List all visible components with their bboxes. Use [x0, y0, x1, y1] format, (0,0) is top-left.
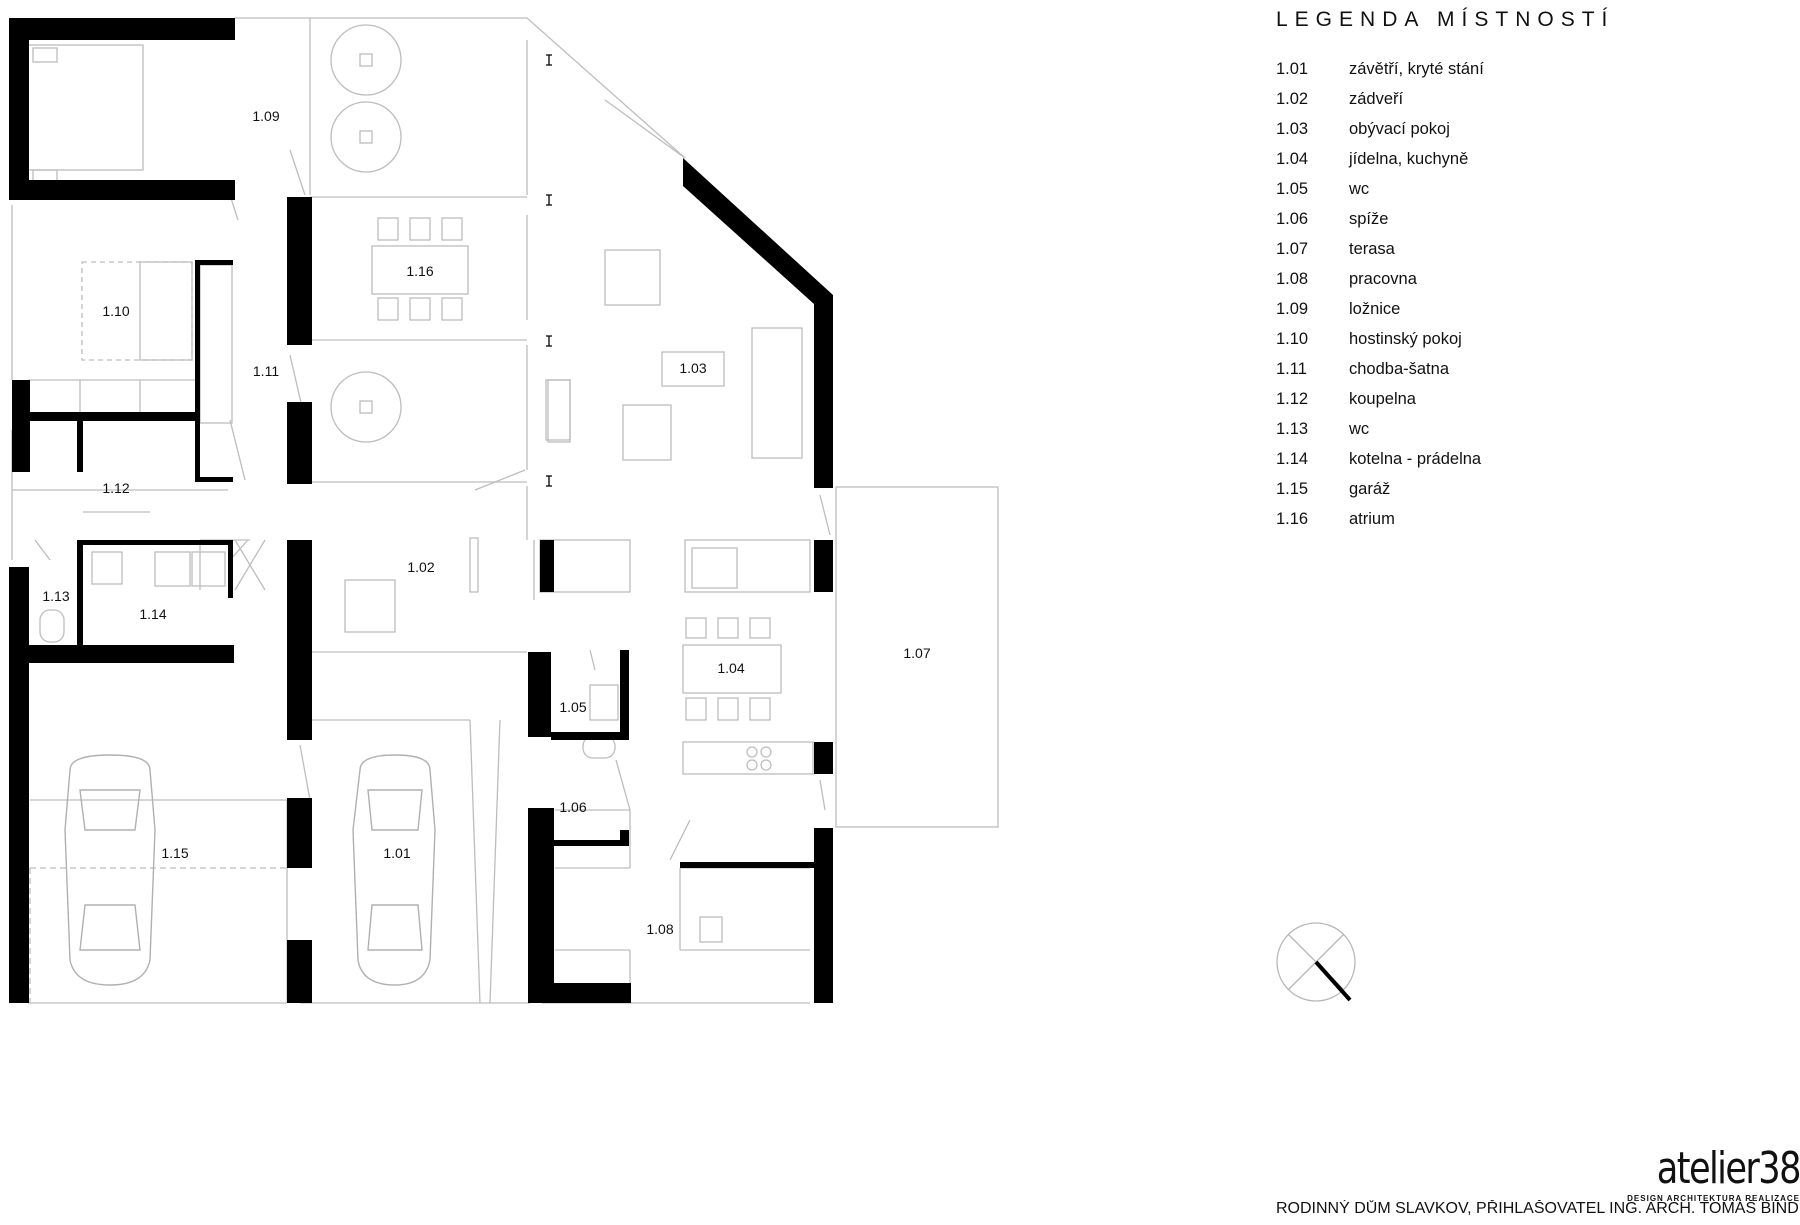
room-label-1-11: 1.11 — [253, 363, 279, 379]
legend-name: terasa — [1349, 240, 1395, 258]
legend-name: jídelna, kuchyně — [1349, 150, 1469, 168]
legend-name: wc — [1349, 180, 1370, 198]
legend-code: 1.13 — [1276, 420, 1309, 438]
walls — [9, 18, 833, 1003]
room-label-1-06: 1.06 — [559, 799, 586, 815]
legend-code: 1.03 — [1276, 120, 1309, 138]
room-label-1-04: 1.04 — [717, 660, 744, 676]
legend-name: atrium — [1349, 510, 1395, 528]
window-marks — [546, 54, 552, 487]
legend-name: obývací pokoj — [1349, 120, 1450, 138]
legend-name: ložnice — [1349, 300, 1401, 318]
legend-name: pracovna — [1349, 270, 1417, 288]
legend-code: 1.02 — [1276, 90, 1309, 108]
legend-code: 1.06 — [1276, 210, 1309, 228]
plan-outlines — [11, 17, 999, 1004]
room-label-1-05: 1.05 — [559, 699, 586, 715]
north-arrow-icon — [1276, 922, 1356, 1002]
project-caption: RODINNÝ DŮM SLAVKOV, PŘIHLAŠOVATEL ING. … — [1276, 1200, 1800, 1217]
legend-name: kotelna - prádelna — [1349, 450, 1482, 468]
room-label-1-10: 1.10 — [102, 303, 129, 319]
room-label-1-01: 1.01 — [383, 845, 410, 861]
legend-code: 1.14 — [1276, 450, 1309, 468]
legend-name: garáž — [1349, 480, 1391, 498]
room-label-1-15: 1.15 — [161, 845, 188, 861]
legend-code: 1.12 — [1276, 390, 1309, 408]
legend-code: 1.15 — [1276, 480, 1309, 498]
room-label-1-03: 1.03 — [679, 360, 706, 376]
room-label-1-09: 1.09 — [252, 108, 279, 124]
room-label-1-02: 1.02 — [407, 559, 434, 575]
room-label-1-12: 1.12 — [102, 480, 129, 496]
room-label-1-14: 1.14 — [139, 606, 166, 622]
legend-code: 1.09 — [1276, 300, 1309, 318]
legend-code: 1.04 — [1276, 150, 1309, 168]
legend-code: 1.16 — [1276, 510, 1309, 528]
legend-name: spíže — [1349, 210, 1389, 228]
legend-name: koupelna — [1349, 390, 1416, 408]
legend-name: zádveří — [1349, 90, 1404, 108]
car-icon — [64, 754, 436, 986]
room-label-1-07: 1.07 — [903, 645, 930, 661]
legend-name: závětří, kryté stání — [1349, 60, 1484, 78]
legend-code: 1.01 — [1276, 60, 1309, 78]
room-labels: 1.09 1.16 1.10 1.11 1.03 1.12 1.02 1.13 … — [42, 108, 930, 937]
legend-code: 1.11 — [1276, 360, 1307, 378]
room-label-1-16: 1.16 — [406, 263, 433, 279]
legend-code: 1.08 — [1276, 270, 1309, 288]
legend-code: 1.10 — [1276, 330, 1309, 348]
door-swings — [34, 99, 831, 861]
room-label-1-08: 1.08 — [646, 921, 673, 937]
legend-code: 1.07 — [1276, 240, 1309, 258]
legend-name: hostinský pokoj — [1349, 330, 1462, 348]
brand-tagline: DESIGN ARCHITEKTURA REALIZACE — [1627, 1194, 1800, 1203]
legend-title: LEGENDA MÍSTNOSTÍ — [1276, 8, 1615, 31]
brand-logo: atelier38 — [1656, 1143, 1800, 1194]
legend-name: chodba-šatna — [1349, 360, 1449, 378]
legend-code: 1.05 — [1276, 180, 1309, 198]
legend-name: wc — [1349, 420, 1370, 438]
room-label-1-13: 1.13 — [42, 588, 69, 604]
